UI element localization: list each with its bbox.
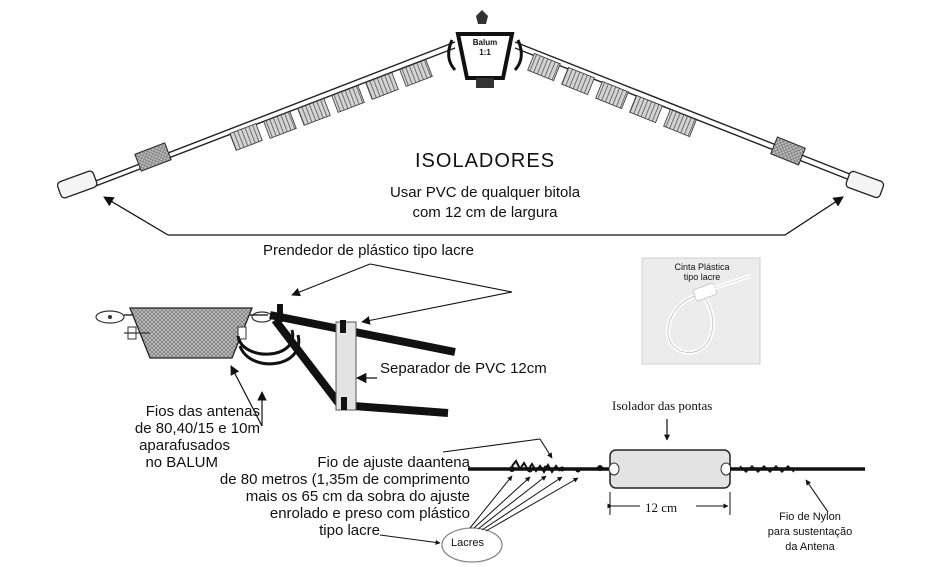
balum-label-line1: Balum xyxy=(472,38,498,47)
balum-label: Balum 1:1 xyxy=(465,38,505,58)
dipole-left-wire xyxy=(79,41,456,193)
fios-line2: de 80,40/15 e 10m xyxy=(134,420,260,437)
lacres-bubble xyxy=(441,527,503,563)
fios-antenas-label: Fios das antenas de 80,40/15 e 10m apara… xyxy=(45,403,260,471)
doze-cm-label: 12 cm xyxy=(645,500,678,515)
ajuste-line5: tipo lacre xyxy=(319,522,380,539)
cinta-plastica-photo xyxy=(641,257,761,365)
usar-pvc-line1: Usar PVC de qualquer bitola xyxy=(389,184,581,201)
fios-arrows xyxy=(230,365,267,427)
balum-label-line2: 1:1 xyxy=(479,48,491,57)
prendedor-arrows xyxy=(291,263,513,325)
right-coil xyxy=(770,136,806,166)
right-end-insulator xyxy=(845,170,885,199)
lacres-label: Lacres xyxy=(451,537,485,549)
right-spacer-insulators xyxy=(527,52,697,138)
usar-pvc-line2: com 12 cm de largura xyxy=(412,204,558,221)
isoladores-title: ISOLADORES xyxy=(415,150,556,172)
dimension-12cm xyxy=(607,492,731,515)
balum xyxy=(447,10,523,88)
prendedor-label: Prendedor de plástico tipo lacre xyxy=(263,242,474,259)
separador-label: Separador de PVC 12cm xyxy=(380,360,547,377)
ajuste-line3: mais os 65 cm da sobra do ajuste xyxy=(245,488,470,505)
nylon-arrow xyxy=(805,479,829,513)
dipole-right-wire xyxy=(514,41,866,187)
fios-line3: aparafusados xyxy=(139,437,230,454)
nylon-wire xyxy=(730,464,865,474)
balum-side-view xyxy=(95,307,301,366)
ajuste-line4: enrolado e preso com plástico xyxy=(269,505,470,522)
left-end-insulator xyxy=(56,170,98,199)
cinta-line1: Cinta Plástica xyxy=(674,262,730,272)
adjust-wire xyxy=(468,459,612,474)
nylon-line3: da Antena xyxy=(785,541,835,553)
nylon-line2: para sustentação xyxy=(767,526,853,538)
fios-line4: no BALUM xyxy=(145,454,218,471)
nylon-label: Fio de Nylon para sustentação da Antena xyxy=(730,510,890,555)
wire-pair-with-separator xyxy=(269,304,456,417)
isolador-pontas-label: Isolador das pontas xyxy=(612,398,713,413)
isoladores-span-arrow xyxy=(103,196,844,236)
left-spacer-insulators xyxy=(229,59,433,151)
left-coil xyxy=(134,142,172,172)
cinta-plastica-caption: Cinta Plástica tipo lacre xyxy=(648,262,756,282)
ajuste-line2: de 80 metros (1,35m de comprimento xyxy=(219,471,470,488)
cinta-line2: tipo lacre xyxy=(683,272,721,282)
end-insulator-pvc xyxy=(608,449,732,489)
nylon-line1: Fio de Nylon xyxy=(779,511,841,523)
ajuste-arrow xyxy=(442,438,553,459)
lacres-arrows xyxy=(379,475,579,545)
ajuste-line1: Fio de ajuste daantena xyxy=(317,454,470,471)
fios-line1: Fios das antenas xyxy=(145,403,260,420)
usar-pvc-note: Usar PVC de qualquer bitola com 12 cm de… xyxy=(360,183,610,223)
fio-ajuste-label: Fio de ajuste daantena de 80 metros (1,3… xyxy=(190,454,470,539)
